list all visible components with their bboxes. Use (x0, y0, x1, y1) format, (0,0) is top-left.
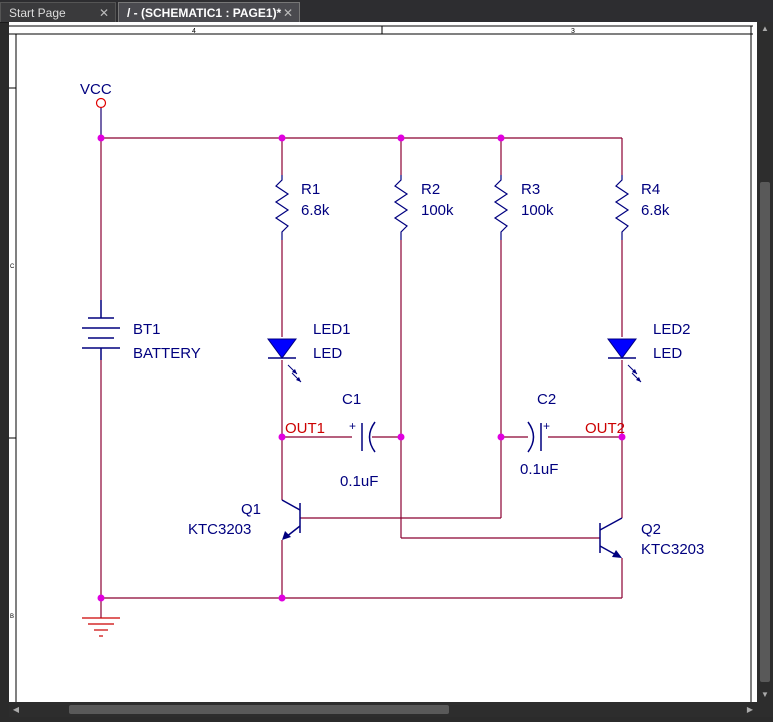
vcc-label: VCC (80, 81, 112, 98)
battery-ref: BT1 (133, 321, 161, 338)
capacitor-c2-ref: C2 (537, 391, 556, 408)
tab-label: Start Page (9, 6, 66, 20)
capacitor-c1[interactable]: + C1 0.1uF (340, 391, 378, 490)
resistor-r1[interactable]: R1 6.8k (274, 175, 330, 240)
led-led2[interactable]: LED2 LED (607, 321, 691, 383)
transistor-q2-ref: Q2 (641, 521, 661, 538)
ruler-label-b: B (10, 614, 14, 620)
capacitor-c2-polarity: + (543, 419, 550, 433)
tab-bar: Start Page ✕ / - (SCHEMATIC1 : PAGE1)* ✕ (0, 0, 773, 23)
tab-schematic[interactable]: / - (SCHEMATIC1 : PAGE1)* ✕ (118, 2, 300, 22)
transistor-q1-value: KTC3203 (188, 521, 251, 538)
resistor-r1-ref: R1 (301, 181, 320, 198)
resistor-r2[interactable]: R2 100k (393, 175, 454, 240)
horizontal-scrollbar[interactable]: ◀ ▶ (9, 702, 757, 717)
led-led1[interactable]: LED1 LED (267, 321, 351, 383)
led1-value: LED (313, 345, 342, 362)
bottom-strip (0, 717, 773, 722)
battery-value: BATTERY (133, 345, 201, 362)
capacitor-c1-polarity: + (349, 419, 356, 433)
resistor-r4[interactable]: R4 6.8k (614, 175, 670, 240)
schematic-canvas[interactable]: 4 3 C B VCC R1 6.8k (9, 22, 757, 702)
schematic-drawing: 4 3 C B VCC R1 6.8k (9, 25, 753, 702)
capacitor-c1-value: 0.1uF (340, 473, 378, 490)
resistor-r3-ref: R3 (521, 181, 540, 198)
net-label-out2: OUT2 (585, 420, 625, 437)
wires (100, 108, 623, 618)
resistor-r4-value: 6.8k (641, 202, 670, 219)
scroll-down-icon[interactable]: ▼ (761, 690, 769, 699)
tab-start-page[interactable]: Start Page ✕ (0, 2, 116, 22)
resistor-r3-value: 100k (521, 202, 554, 219)
resistor-r4-ref: R4 (641, 181, 660, 198)
battery-bt1[interactable]: BT1 BATTERY (82, 300, 201, 362)
vertical-scrollbar[interactable]: ▲ ▼ (757, 22, 773, 702)
resistor-r2-ref: R2 (421, 181, 440, 198)
transistor-q2-value: KTC3203 (641, 541, 704, 558)
vcc-power-symbol[interactable]: VCC (80, 81, 112, 138)
ruler-label-3: 3 (571, 28, 575, 35)
led2-ref: LED2 (653, 321, 691, 338)
net-label-out1: OUT1 (285, 420, 325, 437)
horizontal-scroll-thumb[interactable] (69, 705, 449, 714)
ruler-label-4: 4 (192, 28, 196, 35)
resistor-r3[interactable]: R3 100k (493, 175, 554, 240)
ruler-label-c: C (10, 264, 15, 270)
vertical-scroll-thumb[interactable] (760, 182, 770, 682)
capacitor-c2-value: 0.1uF (520, 461, 558, 478)
scroll-left-icon[interactable]: ◀ (12, 705, 20, 714)
junction-dots (97, 134, 626, 602)
capacitor-c2[interactable]: + C2 0.1uF (520, 391, 558, 478)
close-icon[interactable]: ✕ (282, 6, 293, 20)
transistor-q1[interactable] (281, 499, 301, 540)
scroll-up-icon[interactable]: ▲ (761, 24, 769, 33)
led1-ref: LED1 (313, 321, 351, 338)
resistor-r2-value: 100k (421, 202, 454, 219)
transistor-q2[interactable] (599, 517, 623, 558)
resistor-r1-value: 6.8k (301, 202, 330, 219)
transistor-q1-ref: Q1 (241, 501, 261, 518)
tab-label: / - (SCHEMATIC1 : PAGE1)* (127, 6, 282, 20)
close-icon[interactable]: ✕ (98, 6, 109, 20)
led2-value: LED (653, 345, 682, 362)
page-border (9, 25, 753, 702)
ground-symbol[interactable] (82, 617, 120, 637)
capacitor-c1-ref: C1 (342, 391, 361, 408)
scroll-right-icon[interactable]: ▶ (746, 705, 754, 714)
